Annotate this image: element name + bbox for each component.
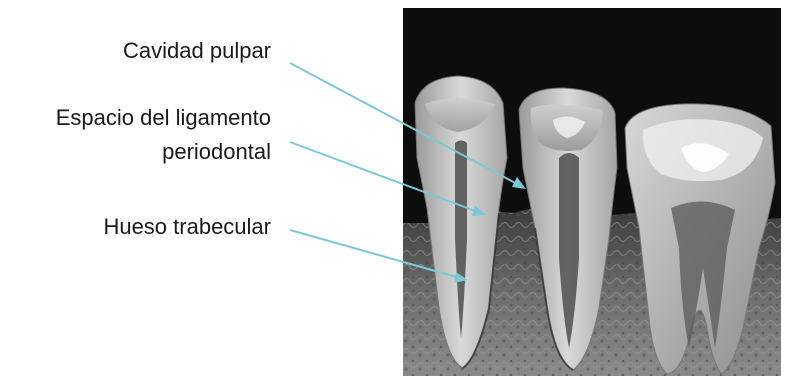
label-trabecular-bone: Hueso trabecular (103, 210, 271, 244)
dental-radiograph (403, 8, 781, 376)
label-pulp-cavity: Cavidad pulpar (123, 34, 271, 68)
label-pdl-space: Espacio del ligamento periodontal (56, 101, 271, 169)
label-pdl-line2: periodontal (56, 135, 271, 169)
label-pdl-line1: Espacio del ligamento (56, 105, 271, 130)
